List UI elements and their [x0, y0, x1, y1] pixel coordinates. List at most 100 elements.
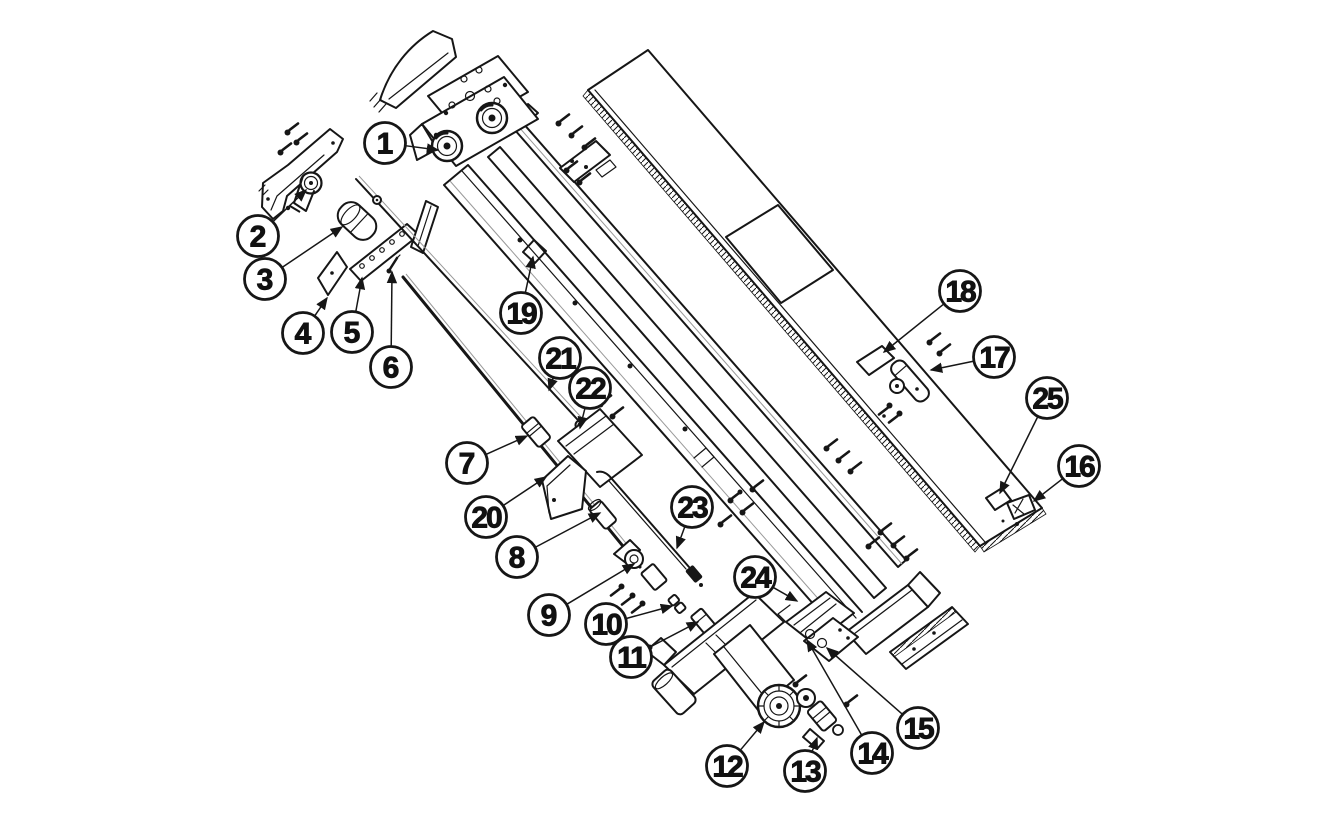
- callout-24: 24: [733, 555, 799, 602]
- callout-5: 5: [330, 276, 374, 354]
- callout-balloon-10: [584, 602, 628, 646]
- callout-25: 25: [999, 376, 1069, 495]
- callout-number-21: 21: [545, 343, 576, 376]
- callout-balloon-23: [670, 485, 714, 529]
- callout-number-4: 4: [295, 318, 312, 351]
- callout-number-20: 20: [471, 502, 502, 535]
- callout-leader-8: [534, 512, 602, 549]
- callout-balloon-24: [733, 555, 777, 599]
- callout-balloon-17: [972, 335, 1016, 379]
- callout-leader-6: [386, 270, 398, 347]
- callout-leader-24: [772, 586, 799, 602]
- trolley-pulley-front: [430, 129, 464, 163]
- callout-leader-15: [825, 647, 904, 716]
- callout-4: 4: [281, 296, 328, 355]
- callout-balloon-13: [783, 749, 827, 793]
- callout-16: 16: [1032, 444, 1101, 502]
- callout-leader-3: [281, 226, 344, 269]
- rail-end-group: [864, 522, 969, 670]
- callout-balloon-22: [568, 366, 612, 410]
- idler-pulley-group: [877, 332, 952, 424]
- callout-balloon-21: [538, 336, 582, 380]
- shaft-flange: [609, 539, 668, 614]
- callout-15: 15: [825, 647, 940, 750]
- door-arm-group: [317, 200, 439, 296]
- callout-balloon-18: [938, 269, 982, 313]
- callout-number-10: 10: [591, 609, 622, 642]
- callout-balloon-6: [369, 345, 413, 389]
- callout-number-1: 1: [377, 128, 394, 161]
- u-bracket: [541, 455, 587, 520]
- callout-20: 20: [464, 476, 548, 539]
- end-bracket: [1001, 494, 1036, 526]
- limit-switch-group: [777, 591, 859, 662]
- callout-balloon-3: [243, 257, 287, 301]
- arm-sleeve: [336, 201, 378, 241]
- callout-leader-12: [739, 720, 765, 751]
- callout-11: 11: [609, 621, 700, 679]
- callout-3: 3: [243, 226, 344, 301]
- cover-window-cutout: [725, 204, 834, 304]
- callout-number-3: 3: [257, 264, 274, 297]
- callout-balloon-9: [527, 593, 571, 637]
- callout-number-22: 22: [575, 373, 606, 406]
- capacitor: [651, 668, 697, 716]
- callout-leader-13: [808, 736, 819, 752]
- callout-balloon-1: [363, 121, 407, 165]
- callout-leader-19: [524, 255, 536, 294]
- callout-number-25: 25: [1032, 383, 1063, 416]
- cover-panel: [582, 49, 1047, 553]
- callout-number-9: 9: [541, 600, 558, 633]
- cover-end-cutout: [985, 487, 1012, 511]
- shaft-link: [667, 594, 687, 614]
- callout-leader-25: [999, 416, 1039, 495]
- callout-18: 18: [882, 269, 982, 353]
- callout-leader-9: [566, 563, 636, 606]
- callout-balloon-8: [495, 535, 539, 579]
- callout-number-15: 15: [903, 713, 934, 746]
- callout-leader-4: [313, 296, 328, 317]
- cover-small-cutout: [856, 345, 895, 376]
- callout-balloon-14: [850, 731, 894, 775]
- callout-leader-23: [675, 525, 686, 550]
- callout-23: 23: [670, 485, 714, 550]
- callout-balloon-19: [499, 291, 543, 335]
- callout-9: 9: [527, 563, 636, 637]
- callout-balloon-16: [1057, 444, 1101, 488]
- callout-leader-21: [547, 377, 558, 392]
- callout-leader-18: [882, 303, 945, 353]
- callout-number-17: 17: [979, 342, 1010, 375]
- callout-leader-22: [577, 407, 588, 430]
- callout-leader-1: [405, 143, 440, 154]
- callout-balloon-11: [609, 635, 653, 679]
- rail-assembly: [443, 103, 941, 655]
- callout-balloon-2: [236, 214, 280, 258]
- callout-leader-17: [929, 360, 975, 373]
- callout-number-14: 14: [857, 738, 889, 771]
- trolley-group: [369, 30, 539, 167]
- gear-assembly: [791, 674, 859, 750]
- callout-14: 14: [806, 638, 894, 775]
- straight-door-arm: [410, 200, 439, 254]
- rail-end-cap: [845, 571, 941, 655]
- callout-19: 19: [499, 255, 543, 335]
- rod-coupler: [521, 416, 551, 448]
- trolley-pulley-rear: [475, 101, 509, 135]
- callout-number-5: 5: [344, 317, 361, 350]
- callout-number-23: 23: [677, 492, 708, 525]
- callout-2: 2: [236, 188, 308, 258]
- callout-number-11: 11: [617, 642, 646, 675]
- callout-number-24: 24: [740, 562, 772, 595]
- callout-leader-20: [502, 476, 548, 507]
- cable-pulley: [285, 171, 323, 213]
- guide-rod: [355, 178, 613, 458]
- callout-leader-5: [354, 276, 366, 312]
- callout-balloon-5: [330, 310, 374, 354]
- callout-17: 17: [929, 335, 1016, 379]
- callout-number-13: 13: [790, 756, 821, 789]
- callout-7: 7: [445, 435, 529, 485]
- callout-13: 13: [783, 736, 827, 793]
- chain-group: [596, 470, 703, 587]
